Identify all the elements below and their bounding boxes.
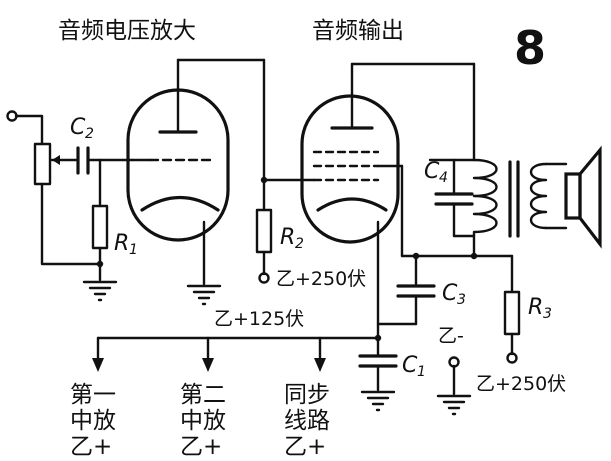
branch-arrow-sync [314,336,326,372]
branch-arrow-second-if [202,336,214,372]
volume-potentiometer [33,142,102,266]
label-r3-sub: 3 [543,306,552,322]
branch-arrow-first-if [92,336,104,372]
capacitor-c1: C 1 [358,336,426,392]
branch-label-sync: 同步 线路 乙+ [284,382,330,460]
branch-first-if-line1: 第一 [70,382,116,408]
label-c1: C [402,353,418,378]
branch-second-if-line3: 乙+ [180,434,222,460]
input-terminal [6,110,44,146]
resistor-r1: R 1 [91,158,138,282]
label-c4-sub: 4 [439,170,448,186]
capacitor-c2: C 2 [70,115,134,175]
title-voltage-amplifier: 音频电压放大 [58,18,196,44]
label-c2-sub: 2 [85,126,94,142]
voltage-b-plus-250-right: 乙+250伏 [476,373,566,395]
tube-voltage-amplifier [126,58,230,242]
branch-sync-line3: 乙+ [284,434,326,460]
label-r1-sub: 1 [129,242,138,258]
label-r2: R [280,225,295,250]
branch-label-second-if: 第二 中放 乙+ [180,382,226,460]
label-r1: R [114,231,129,256]
branch-second-if-line1: 第二 [180,382,226,408]
page-number: 8 [514,21,546,75]
label-c1-sub: 1 [417,364,426,380]
capacitor-c4: C 4 [424,158,476,238]
title-audio-output: 音频输出 [312,18,404,44]
voltage-b-plus-125: 乙+125伏 [214,308,304,330]
label-r3: R [528,295,543,320]
branch-sync-line2: 线路 [284,408,330,434]
branch-first-if-line3: 乙+ [70,434,112,460]
capacitor-c3: C 3 [376,254,466,326]
label-r2-sub: 2 [295,236,304,252]
label-c3-sub: 3 [457,292,466,308]
output-transformer [472,158,568,258]
speaker-icon [564,145,602,249]
resistor-r2: R 2 乙+250伏 [255,208,366,290]
tube-audio-output [300,62,400,244]
label-c3: C [442,281,458,306]
voltage-b-plus-250-mid: 乙+250伏 [276,268,366,290]
branch-second-if-line2: 中放 [180,408,226,434]
voltage-b-minus: 乙- [438,325,464,347]
ground-symbol-b-minus [436,394,472,416]
branch-label-first-if: 第一 中放 乙+ [70,382,116,460]
ground-symbol-left [82,280,118,302]
resistor-r3: R 3 乙+250伏 [476,254,566,395]
label-c2: C [70,115,86,140]
branch-sync-line1: 同步 [284,382,330,408]
ground-symbol-c1 [360,390,396,412]
branch-first-if-line2: 中放 [70,408,116,434]
ground-symbol-tube1 [186,284,222,306]
label-c4: C [424,159,440,184]
b-minus-terminal: 乙- [438,325,464,396]
